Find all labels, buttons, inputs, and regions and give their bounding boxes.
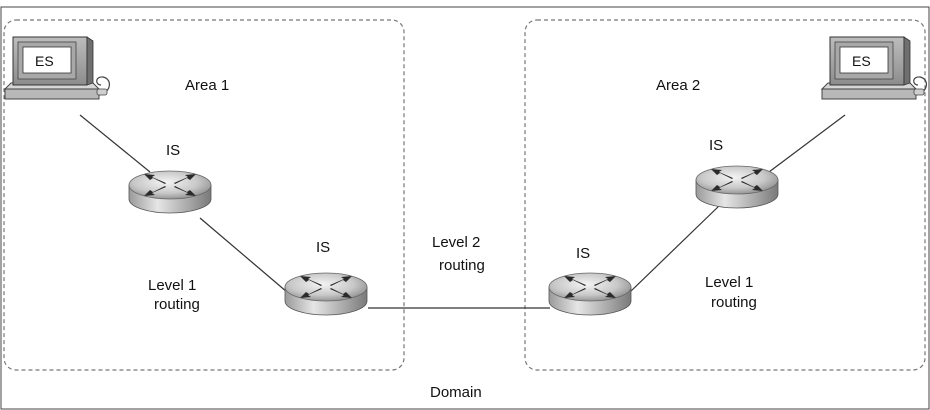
router-area2-border [548,272,632,316]
end-system-left-label: ES [35,53,54,69]
link-es1-router1 [79,114,151,173]
router-area1-border-label: IS [316,239,330,256]
area-2-box [524,19,926,371]
link-router1-router2 [199,217,288,293]
area-1-box [3,19,405,371]
router-area1-border [284,272,368,316]
router-area1-upper-label: IS [166,142,180,159]
area-1-label: Area 1 [185,77,229,94]
router-area2-border-label: IS [576,245,590,262]
level1-right-line2: routing [711,294,757,311]
level1-left-line2: routing [154,296,200,313]
router-area2-upper [695,165,779,209]
area-2-label: Area 2 [656,77,700,94]
domain-box [0,6,930,410]
router-area2-upper-label: IS [709,137,723,154]
level1-left-line1: Level 1 [148,277,196,294]
level1-right-line1: Level 1 [705,274,753,291]
link-router3-router4 [629,204,721,293]
level2-line1: Level 2 [432,234,480,251]
router-area1-upper [128,170,212,214]
end-system-left: ES [4,36,111,100]
end-system-right-label: ES [852,53,871,69]
link-router4-es2 [764,114,846,176]
level2-line2: routing [439,257,485,274]
end-system-right: ES [821,36,928,100]
domain-label: Domain [430,384,482,401]
